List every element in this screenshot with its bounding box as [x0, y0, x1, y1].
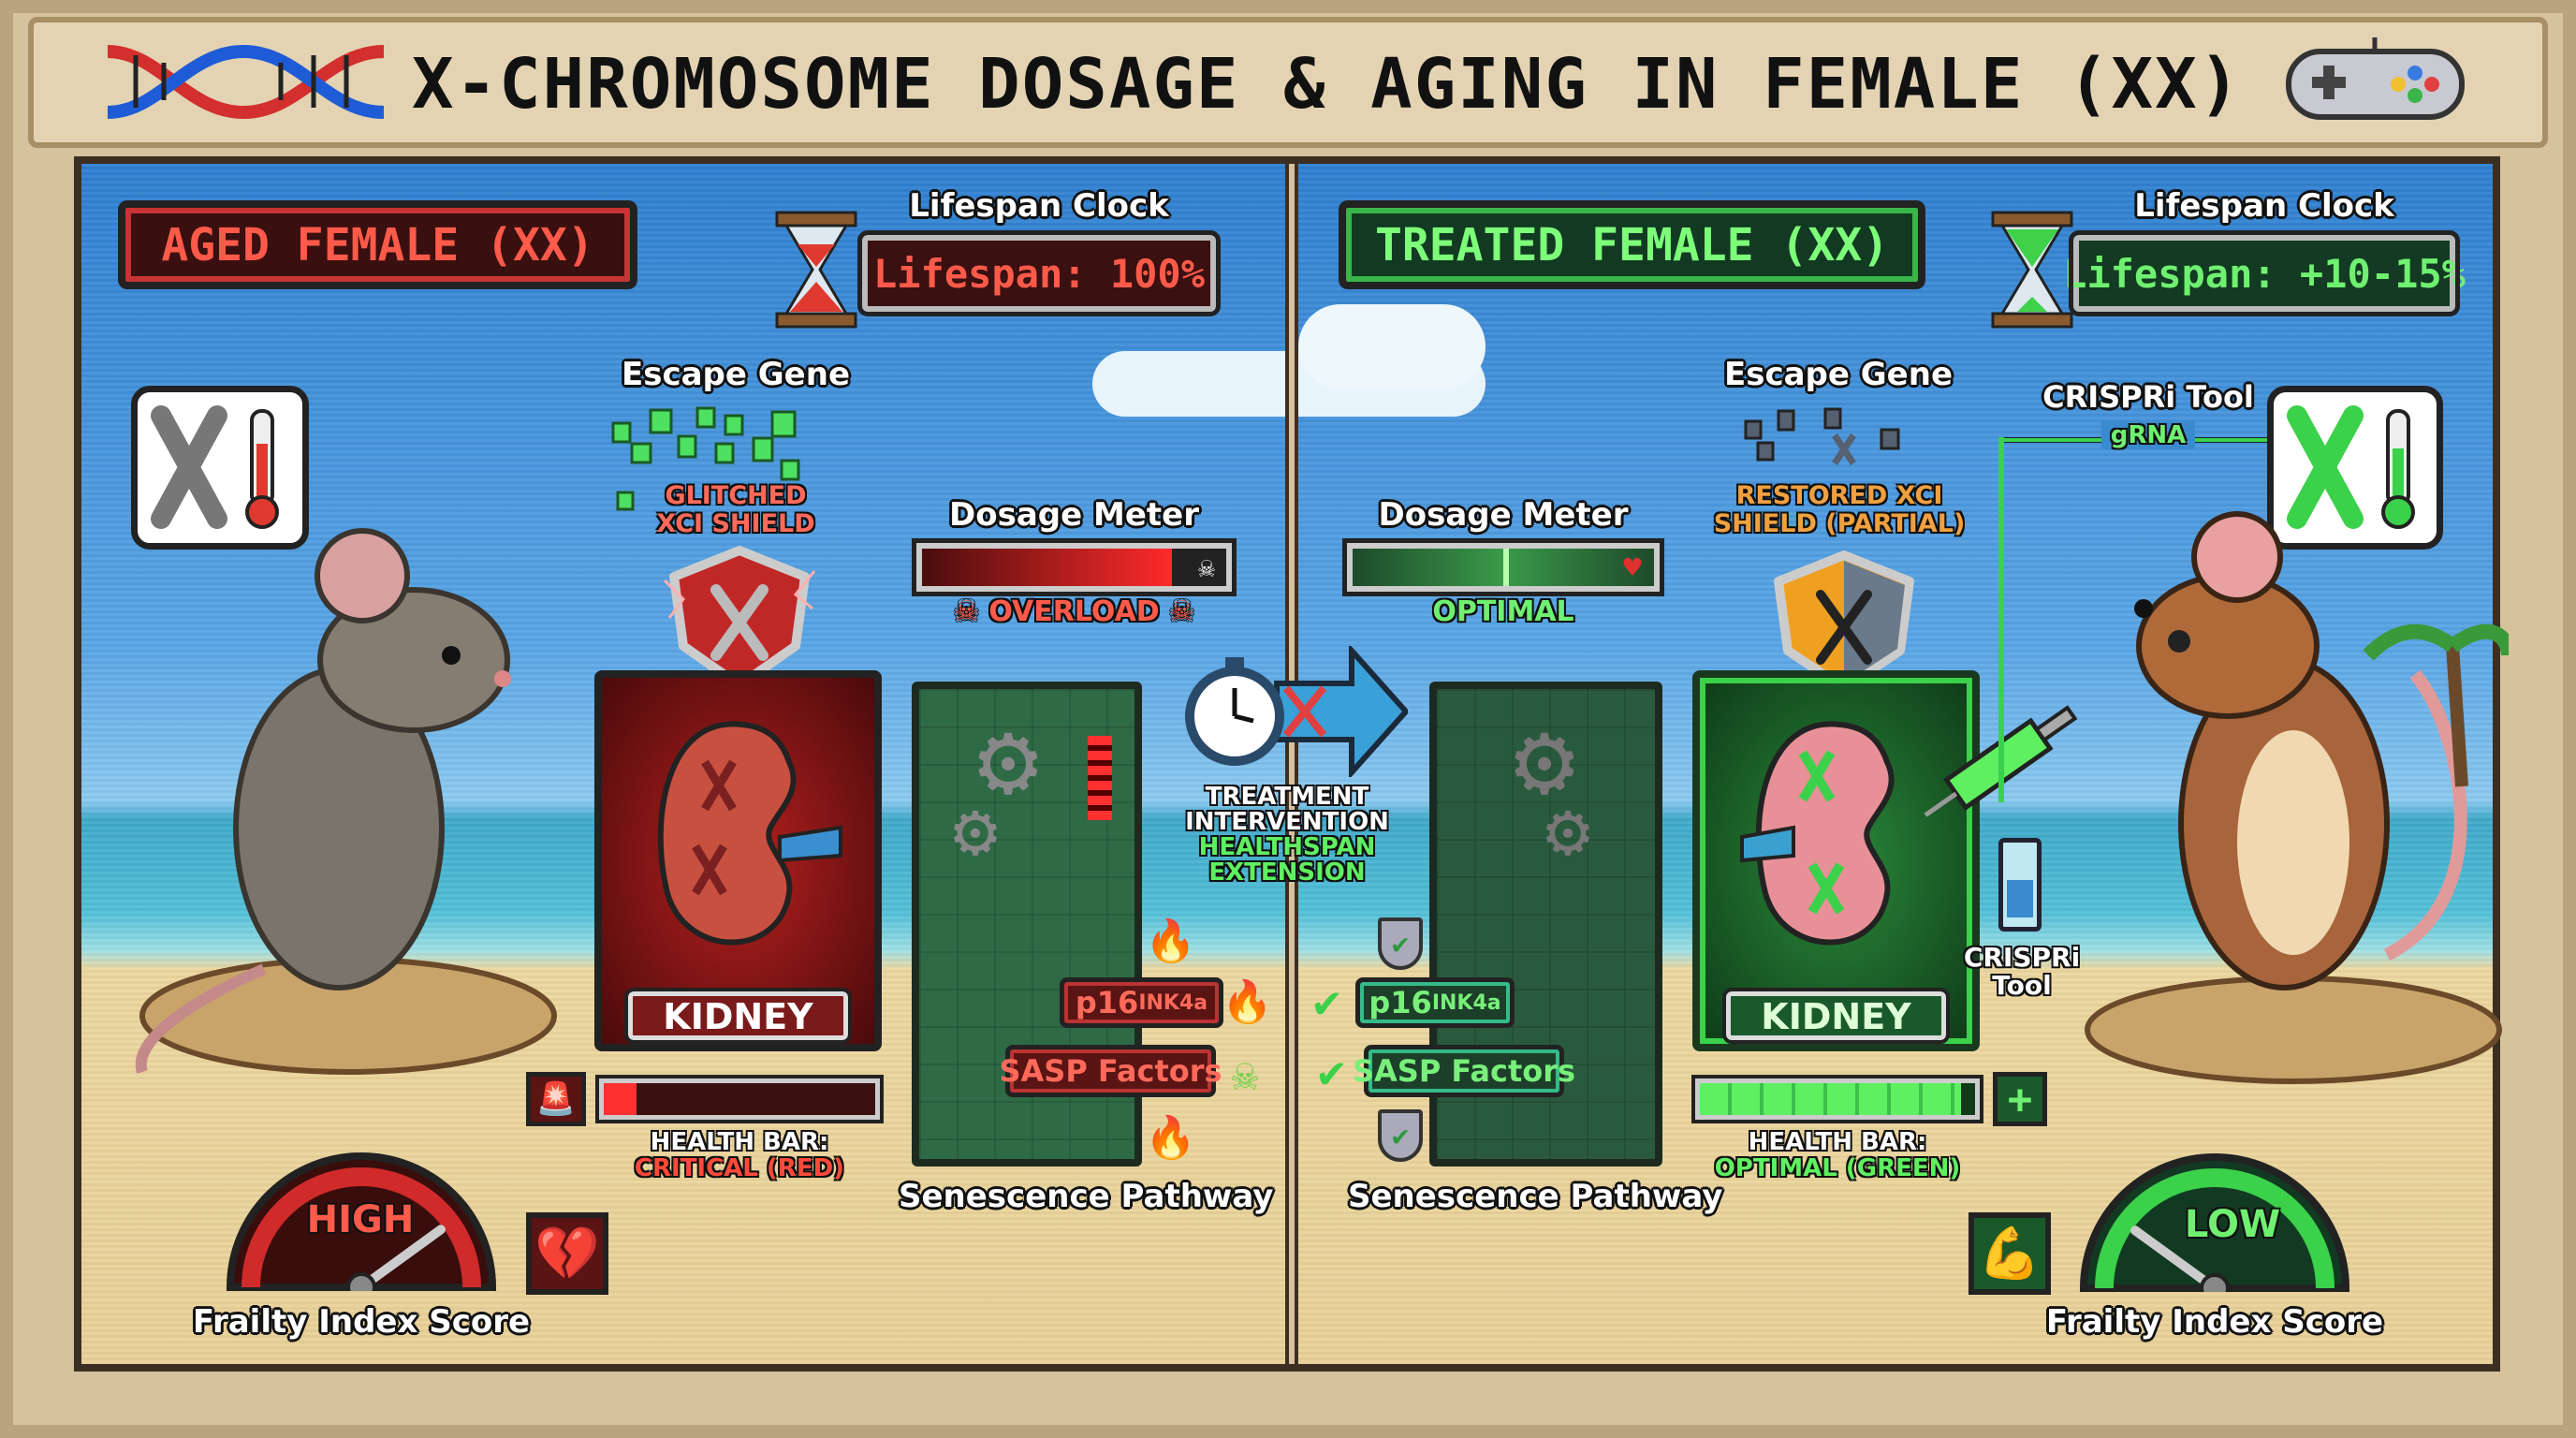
- gauge-needle: [2130, 1225, 2219, 1292]
- lifespan-value: Lifespan: 100%: [857, 230, 1221, 316]
- hourglass-green-icon: [1991, 211, 2073, 329]
- hourglass-red-icon: [775, 211, 857, 329]
- health-bar-fill: [604, 1083, 637, 1115]
- sasp-factors-chip: SASP Factors: [999, 1045, 1222, 1097]
- senescence-pathway-label: Senescence Pathway: [1348, 1178, 1723, 1215]
- frailty-gauge-low: [2079, 1153, 2350, 1292]
- healthy-kidney-icon: [1740, 721, 1895, 946]
- crispri-vial-icon: [1998, 838, 2042, 932]
- health-bar-status: HEALTH BAR: OPTIMAL (GREEN): [1714, 1128, 1961, 1182]
- dosage-meter-overload: ☠: [912, 538, 1237, 596]
- treated-mouse-illustration: [2085, 511, 2509, 1084]
- alarm-icon: 🚨: [526, 1072, 586, 1126]
- dosage-meter-fill: [922, 549, 1172, 586]
- treatment-intervention-label: TREATMENT INTERVENTION HEALTHSPAN EXTENS…: [1185, 783, 1389, 887]
- main-scene: [74, 156, 2500, 1372]
- dna-helix-icon: [107, 44, 385, 120]
- gear-icon: ⚙: [1544, 785, 1591, 873]
- fire-icon: 🔥: [1145, 1114, 1196, 1162]
- flexed-muscle-icon: 💪: [1969, 1212, 2051, 1295]
- aged-mouse-illustration: [135, 528, 557, 1075]
- speech-bubble-left: [131, 386, 309, 550]
- kidney-card-aged: KIDNEY: [594, 670, 882, 1051]
- page-title: X-CHROMOSOME DOSAGE & AGING IN FEMALE (X…: [412, 44, 2243, 125]
- overload-status: ☠ OVERLOAD ☠: [953, 595, 1195, 628]
- skull-icon: ☠: [1197, 550, 1216, 584]
- lifespan-value: Lifespan: +10-15%: [2063, 230, 2466, 316]
- checkmark-icon: ✔: [1313, 976, 1340, 1028]
- lifespan-clock-label: Lifespan Clock: [909, 187, 1169, 225]
- toxic-skull-icon: ☠: [1231, 1049, 1259, 1101]
- plus-icon: +: [1993, 1072, 2047, 1126]
- checkmark-icon: ✔: [1318, 1046, 1345, 1098]
- frailty-index-label: Frailty Index Score: [2045, 1303, 2384, 1341]
- shield-check-icon: ✔: [1378, 1109, 1423, 1162]
- escape-gene-label: Escape Gene: [1723, 356, 1954, 393]
- shield-check-icon: ✔: [1378, 917, 1423, 970]
- treatment-stopwatch-arrow-icon[interactable]: [1183, 646, 1408, 777]
- sasp-factors-chip: SASP Factors: [1353, 1045, 1575, 1097]
- aged-female-badge: AGED FEMALE (XX): [118, 200, 637, 289]
- center-divider: [1285, 164, 1298, 1364]
- health-bar-optimal: [1691, 1075, 1983, 1123]
- treated-female-badge: TREATED FEMALE (XX): [1339, 200, 1925, 289]
- broken-heart-icon: 💔: [526, 1212, 608, 1295]
- senescence-pathway-label: Senescence Pathway: [899, 1178, 1274, 1215]
- dosage-meter-label: Dosage Meter: [949, 496, 1199, 534]
- crispri-tool-label: CRISPRi Tool: [2042, 379, 2254, 415]
- frailty-gauge-high: [226, 1152, 497, 1291]
- crispri-vial-label: CRISPRi Tool: [1963, 942, 2081, 1001]
- dosage-meter-optimal: ♥: [1342, 538, 1664, 596]
- escape-gene-particles-icon: [611, 406, 800, 511]
- kidney-card-treated: KIDNEY: [1692, 670, 1980, 1051]
- cloud: [1298, 304, 1486, 389]
- lifespan-clock-label: Lifespan Clock: [2134, 187, 2394, 225]
- x-chromosome-thermometer-icon: [2287, 405, 2415, 529]
- optimal-status: OPTIMAL: [1432, 595, 1574, 628]
- restored-shield-status: RESTORED XCI SHIELD (PARTIAL): [1713, 481, 1966, 538]
- heart-icon: ♥: [1623, 550, 1642, 585]
- dosage-meter-label: Dosage Meter: [1378, 496, 1629, 534]
- gear-icon: ⚙: [952, 785, 999, 873]
- frailty-value: HIGH: [306, 1198, 415, 1241]
- fire-icon: 🔥: [1222, 978, 1273, 1026]
- warning-lights: [1088, 736, 1112, 820]
- grna-label: gRNA: [2101, 421, 2195, 449]
- frailty-index-label: Frailty Index Score: [192, 1303, 531, 1341]
- gauge-needle: [357, 1225, 446, 1291]
- health-bar-fill: [1700, 1083, 1962, 1115]
- silenced-escape-gene-icon: [1744, 407, 1900, 465]
- glitched-shield-status: GLITCHED XCI SHIELD: [656, 481, 815, 538]
- speech-bubble-right: [2267, 386, 2443, 550]
- kidney-label: KIDNEY: [1722, 988, 1950, 1044]
- crispri-syringe-icon[interactable]: [1910, 693, 2097, 833]
- gear-icon: ⚙: [976, 699, 1040, 819]
- kidney-label: KIDNEY: [624, 988, 852, 1044]
- escape-gene-label: Escape Gene: [621, 356, 851, 393]
- damaged-kidney-icon: [657, 721, 842, 946]
- gear-icon: ⚙: [1513, 699, 1576, 819]
- frailty-value: LOW: [2184, 1203, 2281, 1246]
- grna-line: [1998, 437, 2004, 802]
- fire-icon: 🔥: [1145, 917, 1196, 965]
- gamepad-icon[interactable]: [2284, 37, 2466, 126]
- health-bar-status: HEALTH BAR: CRITICAL (RED): [634, 1128, 845, 1182]
- title-bar: [28, 17, 2548, 148]
- health-bar-critical: [595, 1075, 884, 1123]
- x-chromosome-thermometer-icon: [151, 405, 279, 529]
- dosage-meter-marker: [1503, 549, 1509, 586]
